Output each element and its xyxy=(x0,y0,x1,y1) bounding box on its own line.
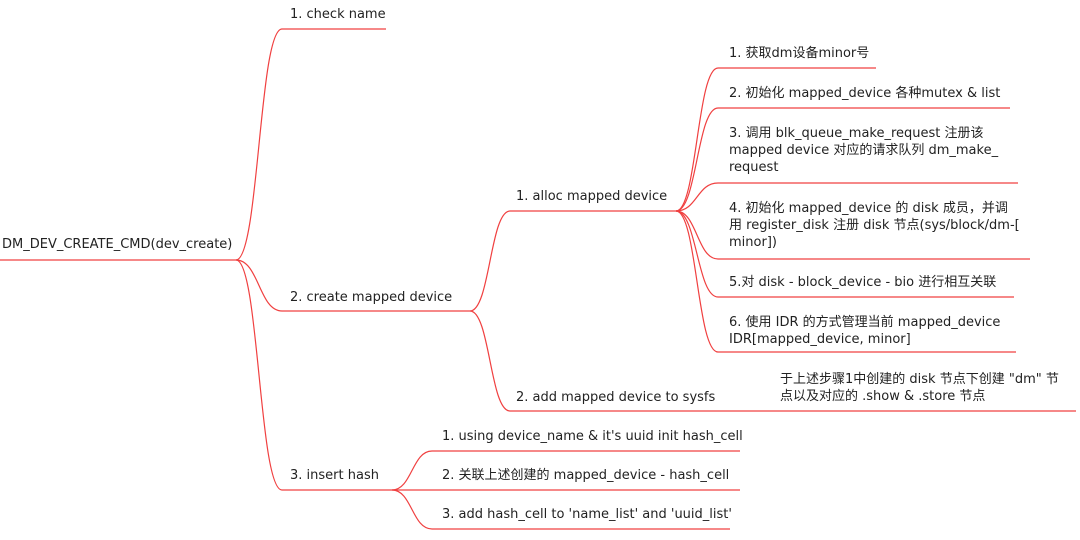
leaf-init-hash-cell[interactable]: 1. using device_name & it's uuid init ha… xyxy=(442,428,743,445)
leaf-line: 于上述步骤1中创建的 disk 节点下创建 "dm" 节 xyxy=(780,372,1059,387)
leaf-line: IDR[mapped_device, minor] xyxy=(729,332,911,347)
branch-create-mapped-device[interactable]: 2. create mapped device xyxy=(290,289,452,306)
branch-add-to-sysfs[interactable]: 2. add mapped device to sysfs xyxy=(516,389,715,406)
leaf-line: 4. 初始化 mapped_device 的 disk 成员，并调 xyxy=(729,201,1008,216)
leaf-associate-hash-cell[interactable]: 2. 关联上述创建的 mapped_device - hash_cell xyxy=(442,467,729,484)
connector-line xyxy=(675,67,719,212)
leaf-make-request[interactable]: 3. 调用 blk_queue_make_request 注册该 mapped … xyxy=(729,125,998,176)
connector-line xyxy=(675,107,719,212)
leaf-line: minor]) xyxy=(729,235,777,250)
leaf-line: 1. using device_name & it's uuid init ha… xyxy=(442,429,743,444)
root-node[interactable]: DM_DEV_CREATE_CMD(dev_create) xyxy=(2,236,232,253)
leaf-sysfs-dm-node[interactable]: 于上述步骤1中创建的 disk 节点下创建 "dm" 节 点以及对应的 .sho… xyxy=(780,371,1059,405)
connector-line xyxy=(235,28,283,261)
leaf-line: mapped device 对应的请求队列 dm_make_ xyxy=(729,143,999,158)
leaf-add-hash-cell-lists[interactable]: 3. add hash_cell to 'name_list' and 'uui… xyxy=(442,506,732,523)
branch-label: 1. alloc mapped device xyxy=(516,189,668,204)
leaf-line: 2. 初始化 mapped_device 各种mutex & list xyxy=(729,86,1001,101)
branch-label: 3. insert hash xyxy=(290,468,379,483)
connector-line xyxy=(469,210,511,312)
connector-line xyxy=(391,450,433,491)
leaf-init-mutex-list[interactable]: 2. 初始化 mapped_device 各种mutex & list xyxy=(729,85,1000,102)
branch-label: 1. check name xyxy=(290,7,386,22)
leaf-line: 3. add hash_cell to 'name_list' and 'uui… xyxy=(442,507,732,522)
leaf-line: request xyxy=(729,160,779,175)
connector-line xyxy=(235,259,283,491)
connector-line xyxy=(675,182,719,212)
leaf-line: 6. 使用 IDR 的方式管理当前 mapped_device xyxy=(729,315,1001,330)
branch-label: 2. create mapped device xyxy=(290,290,453,305)
leaf-line: 3. 调用 blk_queue_make_request 注册该 xyxy=(729,126,984,141)
leaf-idr[interactable]: 6. 使用 IDR 的方式管理当前 mapped_device IDR[mapp… xyxy=(729,314,1000,348)
leaf-line: 用 register_disk 注册 disk 节点(sys/block/dm-… xyxy=(729,218,1020,233)
leaf-associate-bio[interactable]: 5.对 disk - block_device - bio 进行相互关联 xyxy=(729,274,996,291)
branch-check-name[interactable]: 1. check name xyxy=(290,6,386,23)
connector-line xyxy=(235,259,283,312)
leaf-register-disk[interactable]: 4. 初始化 mapped_device 的 disk 成员，并调 用 regi… xyxy=(729,200,1020,251)
leaf-line: 5.对 disk - block_device - bio 进行相互关联 xyxy=(729,275,997,290)
connector-line xyxy=(675,210,719,353)
root-label: DM_DEV_CREATE_CMD(dev_create) xyxy=(2,237,233,252)
branch-label: 2. add mapped device to sysfs xyxy=(516,390,716,405)
connector-line xyxy=(469,310,511,412)
leaf-line: 2. 关联上述创建的 mapped_device - hash_cell xyxy=(442,468,730,483)
connector-line xyxy=(675,210,719,260)
branch-insert-hash[interactable]: 3. insert hash xyxy=(290,467,379,484)
leaf-get-minor[interactable]: 1. 获取dm设备minor号 xyxy=(729,45,869,62)
leaf-line: 1. 获取dm设备minor号 xyxy=(729,46,870,61)
connector-line xyxy=(391,489,433,530)
leaf-line: 点以及对应的 .show & .store 节点 xyxy=(780,389,986,404)
connector-line xyxy=(675,210,719,298)
branch-alloc-mapped-device[interactable]: 1. alloc mapped device xyxy=(516,188,667,205)
